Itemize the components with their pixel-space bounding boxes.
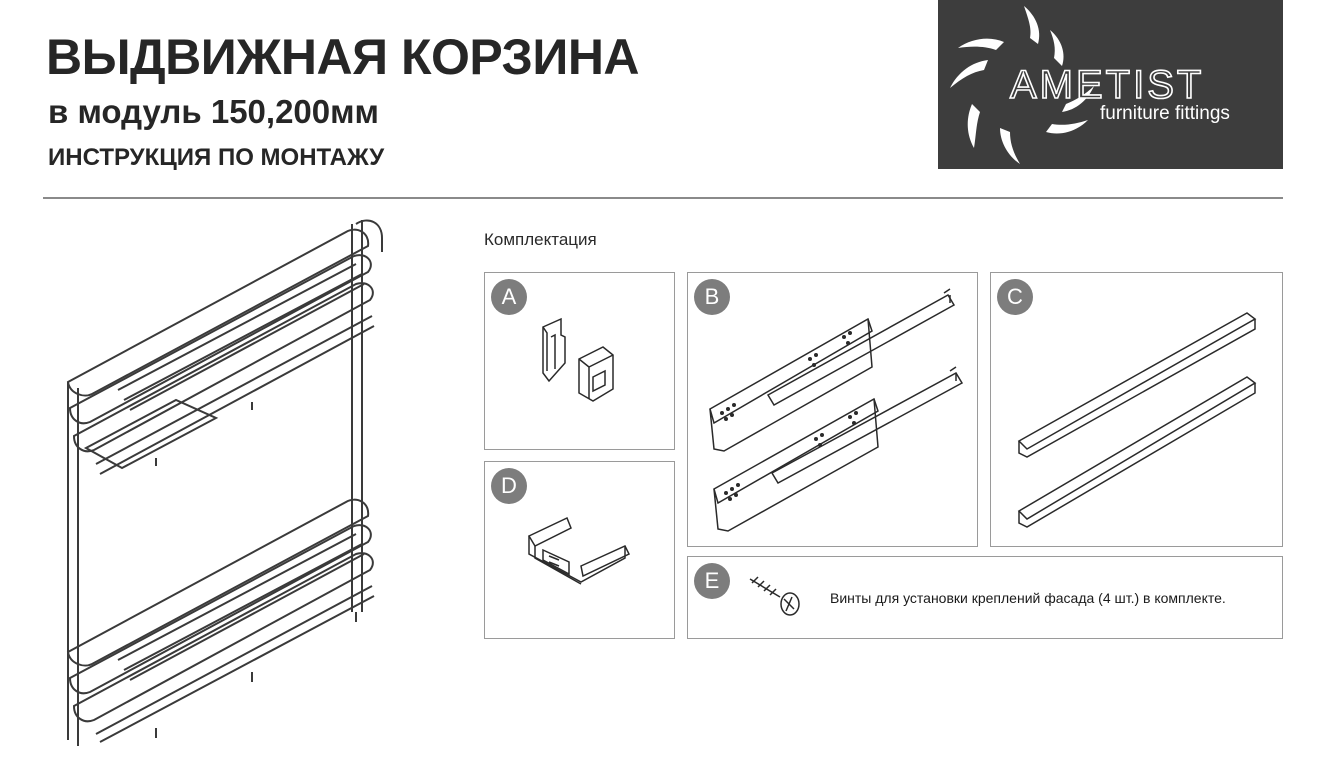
- item-e-description: Винты для установки креплений фасада (4 …: [830, 590, 1226, 606]
- header-divider: [43, 197, 1283, 199]
- kit-item-d: D: [484, 461, 675, 639]
- drawer-slides-icon: [709, 288, 964, 532]
- bracket-clip-icon: [542, 317, 614, 402]
- screw-icon: [749, 576, 800, 616]
- item-badge: C: [997, 279, 1033, 315]
- kit-item-e: E Винты для установки креплений фасада (…: [687, 556, 1283, 639]
- kit-item-c: C: [990, 272, 1283, 547]
- page-subtitle: в модуль 150,200мм: [48, 93, 379, 130]
- logo-tagline: furniture fittings: [1100, 103, 1230, 124]
- item-badge: B: [694, 279, 730, 315]
- page-title: ВЫДВИЖНАЯ КОРЗИНА: [46, 29, 640, 85]
- kit-item-a: A: [484, 272, 675, 450]
- item-badge: D: [491, 468, 527, 504]
- logo-emblem-icon: [950, 6, 1094, 164]
- rails-icon: [1017, 312, 1257, 528]
- item-badge: A: [491, 279, 527, 315]
- kit-title: Комплектация: [484, 230, 597, 249]
- kit-item-b: B: [687, 272, 978, 547]
- brand-logo: [938, 0, 1283, 169]
- item-badge: E: [694, 563, 730, 599]
- logo-brand-text: AMETIST: [1009, 62, 1205, 108]
- instruction-heading: ИНСТРУКЦИЯ ПО МОНТАЖУ: [48, 144, 385, 171]
- basket-illustration: [56, 212, 401, 757]
- facade-bracket-icon: [527, 516, 631, 585]
